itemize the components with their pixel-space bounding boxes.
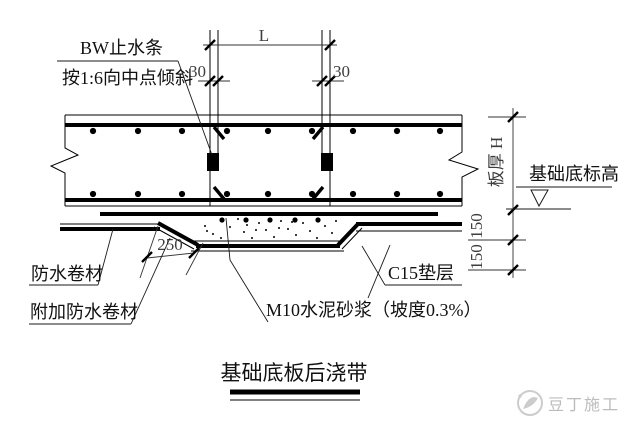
concrete-stipple <box>204 218 337 239</box>
callout-mortar: M10水泥砂浆（坡度0.3%） <box>225 217 482 323</box>
dim-slab-thickness-text: 板厚 H <box>487 137 506 188</box>
membrane-and-cushion-layers <box>60 212 462 252</box>
watermark: 豆丁施工 <box>517 390 620 416</box>
dim-30-left-text: 30 <box>189 62 206 81</box>
callout-bw-waterstop: BW止水条 按1:6向中点倾斜 <box>57 38 213 156</box>
rebar-bend-marks <box>212 125 325 201</box>
dim-L-text: L <box>259 26 269 45</box>
waterproof-membrane-label: 防水卷材 <box>31 264 103 284</box>
callout-cushion-layer: C15垫层 <box>361 245 462 286</box>
dimension-right-chain: 板厚 H 150 150 <box>467 108 526 278</box>
membrane-fixing-dots <box>219 217 321 223</box>
callout-additional-membrane: 附加防水卷材 <box>29 237 171 325</box>
dimension-slope-250: 250 <box>139 225 204 279</box>
watermark-text: 豆丁施工 <box>548 396 620 414</box>
bw-slope-note-label: 按1:6向中点倾斜 <box>62 68 193 88</box>
cushion-layer-label: C15垫层 <box>388 263 454 283</box>
dim-150-lower-text: 150 <box>467 244 486 270</box>
elevation-label: 基础底标高 <box>529 164 619 184</box>
additional-membrane-label: 附加防水卷材 <box>30 302 138 322</box>
elevation-marker: 基础底标高 <box>506 164 619 210</box>
drawing-title-block: 基础底板后浇带 <box>221 361 368 401</box>
rebar-dots-top <box>89 127 444 135</box>
watermark-logo-icon <box>517 390 543 416</box>
bw-waterstop-label: BW止水条 <box>80 38 163 58</box>
callout-waterproof-membrane: 防水卷材 <box>29 228 114 286</box>
rebar-dots-bottom <box>89 190 444 198</box>
dimension-waterstop-offset-right: 30 <box>312 62 350 87</box>
dimension-waterstop-offset-left: 30 <box>189 62 230 87</box>
elevation-triangle-icon <box>530 189 549 208</box>
waterstop-left <box>207 153 219 171</box>
break-line-left <box>49 115 80 206</box>
slab-section <box>49 114 480 207</box>
dim-150-upper-text: 150 <box>467 213 486 239</box>
break-line-right <box>447 115 480 206</box>
drawing-title: 基础底板后浇带 <box>221 361 368 385</box>
post-cast-strip-joints <box>207 30 333 206</box>
dim-30-right-text: 30 <box>333 62 350 81</box>
mortar-label: M10水泥砂浆（坡度0.3%） <box>266 300 482 320</box>
waterstop-right <box>321 153 333 171</box>
dimension-strip-width: L <box>203 26 337 51</box>
dim-250-text: 250 <box>157 235 183 254</box>
